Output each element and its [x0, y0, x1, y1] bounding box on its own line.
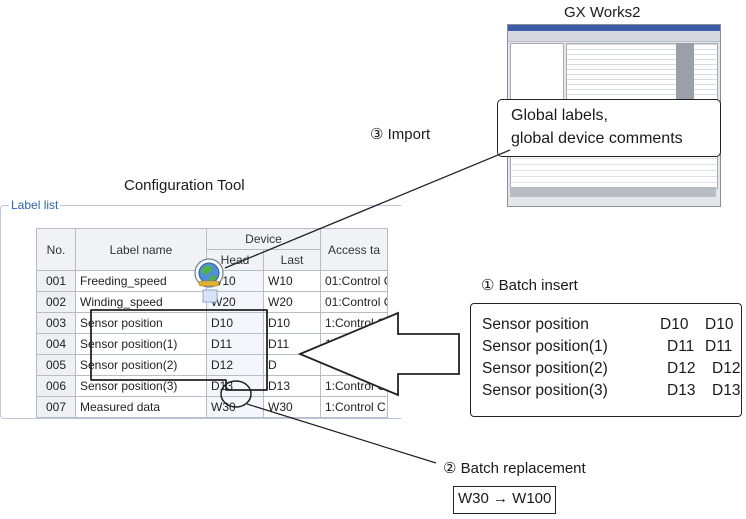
row-device-last: W30 [263, 396, 321, 418]
row-label-name: Measured data [75, 396, 207, 418]
header-label-name: Label name [75, 228, 207, 271]
row-no: 004 [36, 333, 76, 355]
import-connector-line [224, 149, 511, 269]
row-no: 007 [36, 396, 76, 418]
label-table: No. Label name Device Access ta Head Las… [36, 228, 388, 418]
globe-icon [194, 258, 224, 288]
table-icon [202, 289, 218, 303]
batch-insert-caption: ① Batch insert [481, 277, 578, 294]
row-access: 01:Control C [320, 270, 388, 292]
row-device-last: D [263, 354, 321, 376]
insert-last: D11 [705, 338, 733, 355]
w30-highlight-circle [220, 380, 252, 408]
label-list-legend: Label list [9, 198, 61, 212]
insert-label-name: Sensor position [482, 316, 589, 333]
global-box-line1: Global labels, [511, 107, 608, 124]
gx-toolbar [508, 31, 720, 42]
label-list-panel [0, 205, 401, 419]
row-label-name: Sensor position(2) [75, 354, 207, 376]
row-label-name: Sensor position(1) [75, 333, 207, 355]
row-device-last: D10 [263, 312, 321, 334]
insert-head: D10 [660, 316, 689, 333]
insert-last: D13 [712, 382, 741, 399]
header-last: Last [263, 249, 321, 271]
row-label-name: Freeding_speed [75, 270, 207, 292]
row-no: 006 [36, 375, 76, 397]
header-access: Access ta [320, 228, 388, 271]
gx-works2-title: GX Works2 [564, 4, 641, 21]
replacement-leader-line [246, 403, 437, 464]
gx-status-area [510, 187, 716, 197]
row-access: 1:Control C [320, 396, 388, 418]
row-no: 002 [36, 291, 76, 313]
row-device-head: D10 [206, 312, 264, 334]
configuration-tool-title: Configuration Tool [124, 177, 245, 194]
batch-replacement-caption: ② Batch replacement [443, 460, 586, 477]
row-device-head: D12 [206, 354, 264, 376]
global-box-line2: global device comments [511, 130, 683, 147]
row-device-last: D11 [263, 333, 321, 355]
insert-label-name: Sensor position(2) [482, 360, 608, 377]
insert-label-name: Sensor position(1) [482, 338, 608, 355]
import-caption: ③ Import [370, 126, 431, 143]
replacement-box: W30 → W100 [453, 486, 557, 514]
row-device-last: W10 [263, 270, 321, 292]
inserted-rows-highlight [90, 309, 268, 391]
insert-head: D13 [667, 382, 696, 399]
global-labels-box: Global labels, global device comments [497, 99, 721, 157]
insert-head: D11 [667, 338, 695, 355]
insert-direction-arrow [297, 311, 460, 397]
insert-last: D10 [705, 316, 734, 333]
table-header-row: No. Label name Device Access ta [36, 228, 388, 271]
batch-insert-box: Sensor position D10 D10 Sensor position(… [470, 303, 742, 417]
insert-label-name: Sensor position(3) [482, 382, 608, 399]
insert-last: D12 [712, 360, 741, 377]
insert-head: D12 [667, 360, 696, 377]
table-row[interactable]: 007 Measured data W30 W30 1:Control C [36, 396, 388, 418]
gx-title-bar [508, 25, 720, 31]
